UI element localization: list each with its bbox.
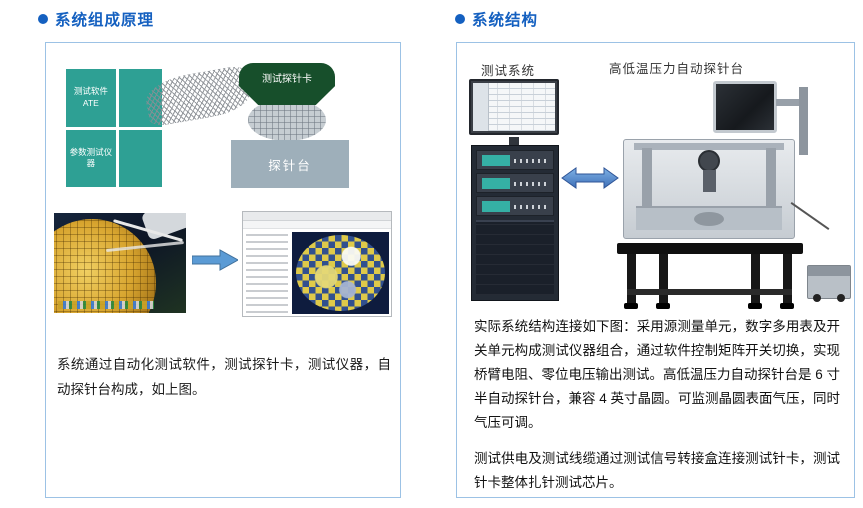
left-caption-text: 系统通过自动化测试软件，测试探针卡，测试仪器，自动探针台构成，如上图。 (57, 357, 391, 397)
instrument-buttons (514, 205, 548, 209)
pump-wheel (837, 294, 845, 302)
instrument-unit (476, 196, 554, 216)
microscope-head (698, 150, 720, 172)
quadrant-block (118, 129, 162, 187)
wiring-description-paragraph: 测试供电及测试线缆通过测试信号转接盒连接测试针卡，测试针卡整体扎针测试芯片。 (474, 451, 840, 491)
table-shelf (627, 289, 792, 295)
software-tree-panel (246, 233, 288, 313)
double-arrow-icon (561, 165, 619, 196)
ate-software-block: 测试软件ATE (66, 69, 116, 127)
instrument-display (482, 155, 510, 166)
probe-station-label: 高低温压力自动探针台 (609, 62, 745, 76)
system-structure-panel: 测试系统 高低温压力自动探针台 (456, 42, 855, 498)
right-section-header: 系统结构 (455, 8, 538, 30)
section-bullet-icon (38, 14, 48, 24)
instrument-unit (476, 173, 554, 193)
probe-card-block: 测试探针卡 (239, 63, 335, 105)
left-section-header: 系统组成原理 (38, 8, 154, 30)
station-monitor (713, 81, 777, 133)
instrument-unit (476, 150, 554, 170)
table-foot (780, 303, 794, 309)
table-leg (783, 254, 792, 304)
section-bullet-icon (455, 14, 465, 24)
software-toolbar (243, 221, 391, 229)
system-composition-panel: 测试软件ATE 参数测试仪器 测试探针卡 探针台 (45, 42, 401, 498)
vacuum-pump (807, 265, 851, 302)
gantry-beam (634, 143, 784, 150)
vibration-table-top (617, 243, 803, 254)
pump-cable (790, 201, 830, 231)
station-body (623, 139, 795, 239)
die-pads-illustration (58, 301, 154, 309)
wafer-probing-photo (54, 213, 186, 313)
table-foot (656, 303, 670, 309)
wafer-stage (636, 206, 782, 230)
wafer-chuck (694, 212, 724, 226)
table-foot (624, 303, 638, 309)
test-system-label: 测试系统 (481, 64, 536, 78)
wafer-map-panel (292, 232, 389, 314)
software-titlebar (243, 212, 391, 221)
prober-station-block: 探针台 (231, 140, 349, 188)
table-leg (751, 254, 760, 304)
screen-tree-panel (473, 83, 489, 131)
test-system-quadrant-diagram: 测试软件ATE 参数测试仪器 (66, 69, 162, 187)
instrument-rack (471, 145, 559, 301)
monitor-mount-arm (776, 99, 803, 106)
instrument-buttons (514, 159, 548, 163)
gantry-column (766, 148, 776, 208)
instrument-buttons (514, 182, 548, 186)
gantry-column (642, 148, 652, 208)
table-foot (748, 303, 762, 309)
right-section-title: 系统结构 (472, 12, 539, 29)
right-arrow-icon (191, 249, 240, 276)
monitor-stand (509, 137, 519, 145)
monitor-pole (799, 87, 808, 155)
test-system-monitor (469, 79, 559, 135)
wafer-grid-illustration (248, 99, 326, 141)
left-section-title: 系统组成原理 (55, 12, 155, 29)
wafer-map-software-screenshot (242, 211, 392, 317)
table-leg (659, 254, 668, 304)
pump-wheel (813, 294, 821, 302)
table-leg (627, 254, 636, 304)
microscope-body (703, 170, 716, 192)
instrument-display (482, 178, 510, 189)
structure-description-paragraph: 实际系统结构连接如下图：采用源测量单元，数字多用表及开关单元构成测试仪器组合，通… (474, 319, 841, 431)
monitor-screen (473, 83, 555, 131)
gold-wafer-illustration (54, 219, 156, 313)
wafer-map-mosaic (296, 235, 385, 311)
instrument-display (482, 201, 510, 212)
pump-top-cover (808, 266, 850, 276)
parameter-tester-block: 参数测试仪器 (66, 129, 116, 187)
rack-cabinet-door (476, 220, 554, 295)
probe-station-illustration (617, 65, 853, 315)
